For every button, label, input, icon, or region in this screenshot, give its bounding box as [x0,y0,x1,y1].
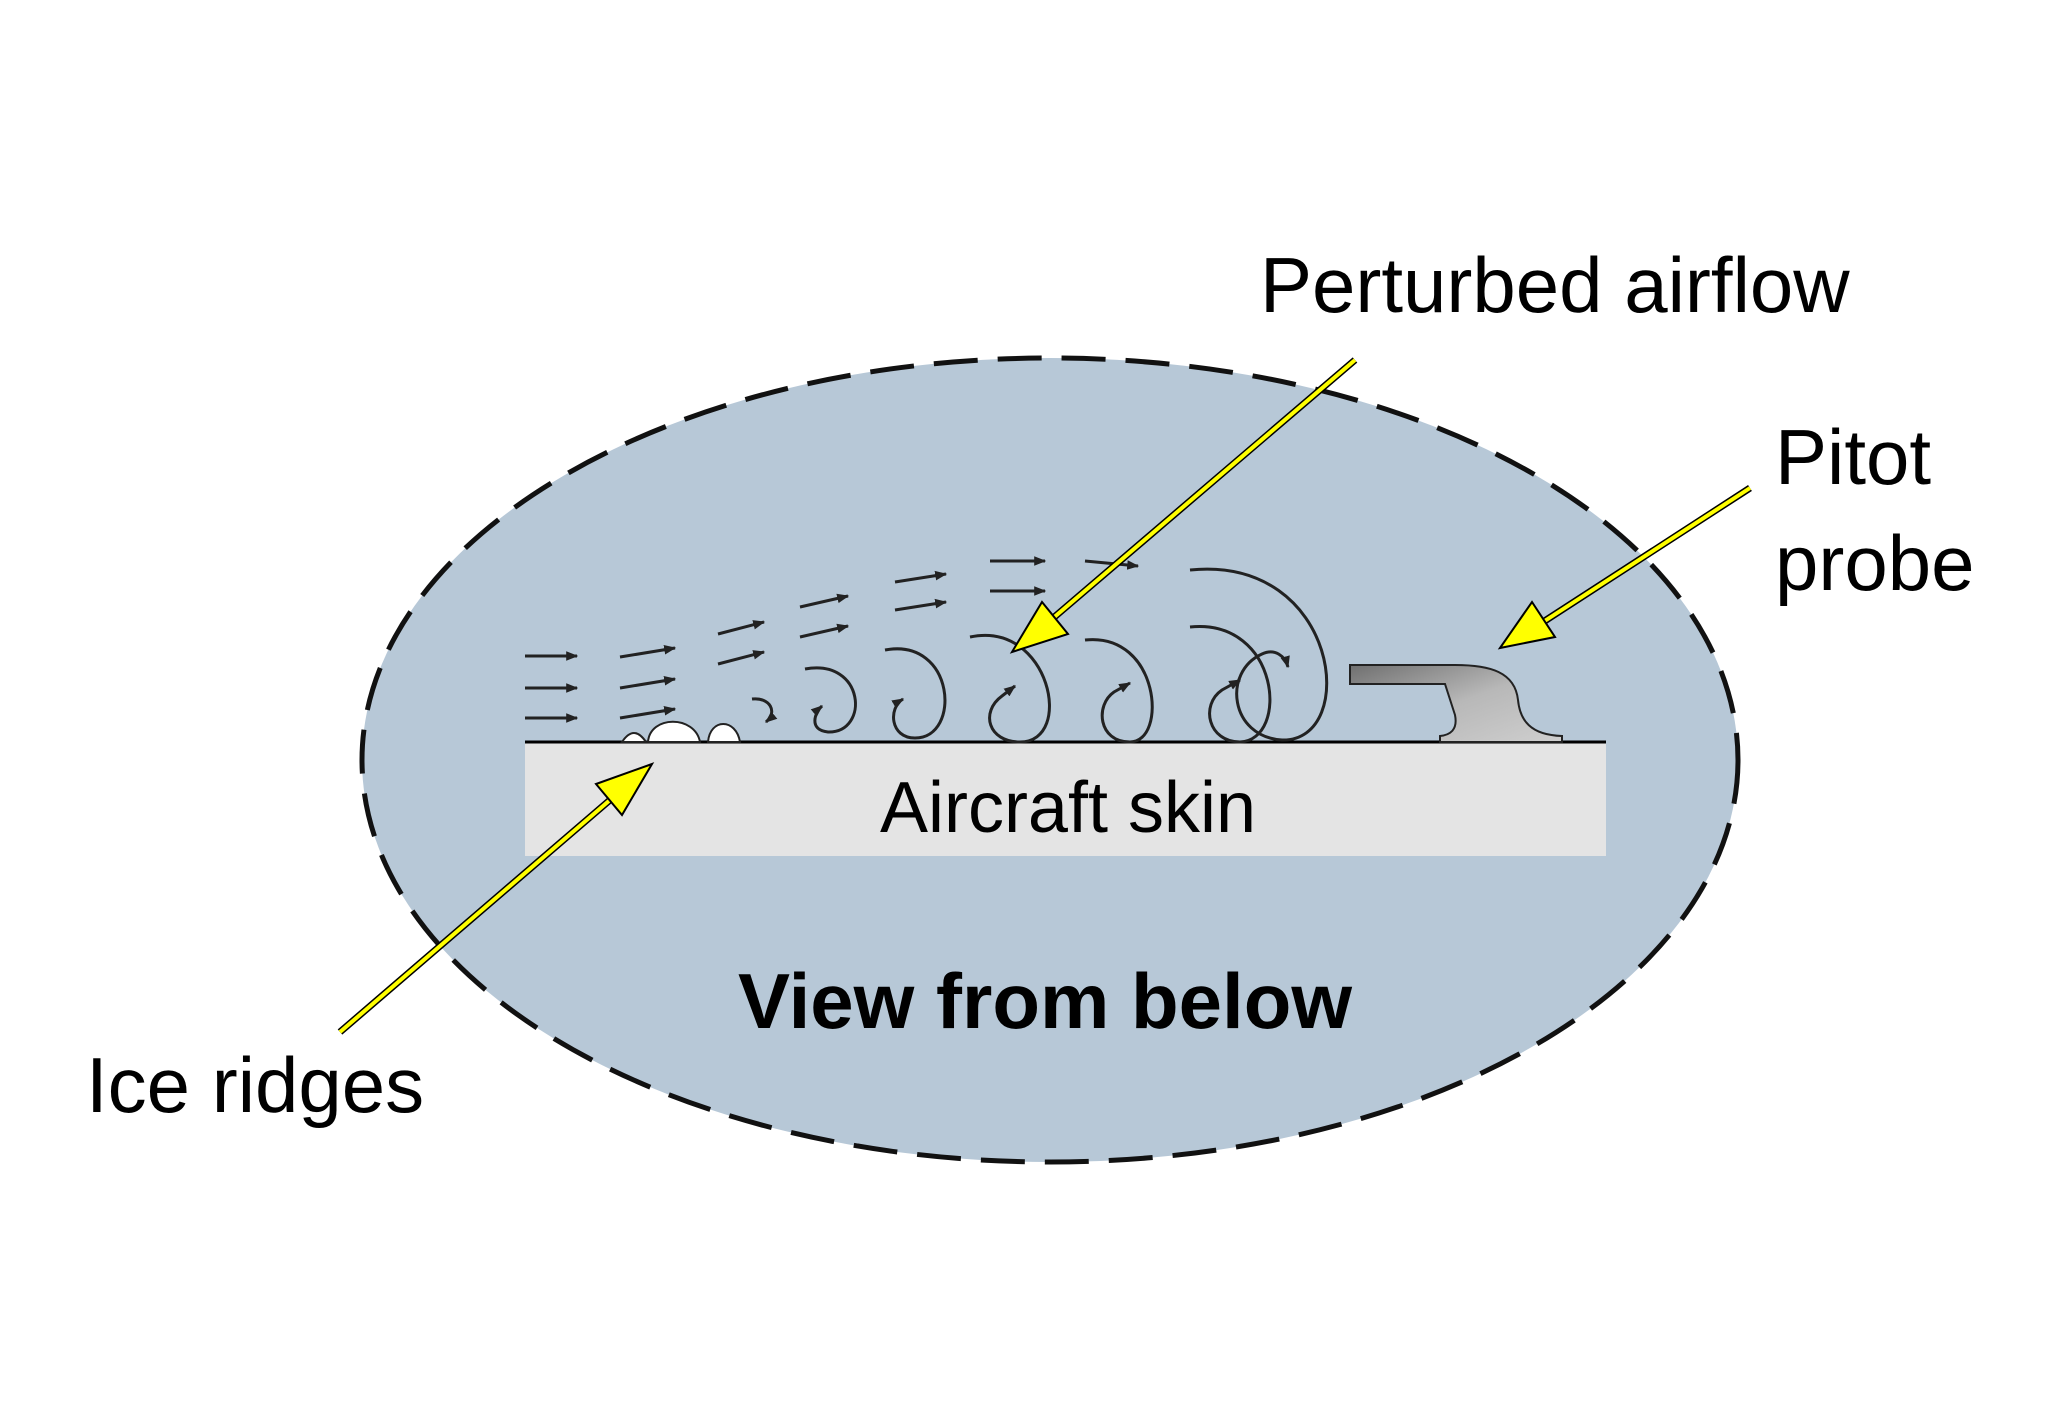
ice-ridges-pointer [337,762,655,1035]
pitot-probe-shape [1349,664,1563,743]
ice-ridges-shape [620,720,742,743]
pitot-label-line1: Pitot [1775,413,1931,501]
pitot-label-line2: probe [1775,519,1975,607]
aircraft-skin-panel [525,742,1606,856]
aircraft-skin-label: Aircraft skin [880,768,1256,848]
ice-ridges-label: Ice ridges [86,1041,424,1129]
airflow-arrows [525,556,1140,723]
perturbed-airflow-label: Perturbed airflow [1260,241,1850,329]
perturbed-airflow-pointer [1009,357,1358,654]
view-from-below-label: View from below [738,957,1352,1045]
pitot-probe-pointer [1497,485,1752,650]
